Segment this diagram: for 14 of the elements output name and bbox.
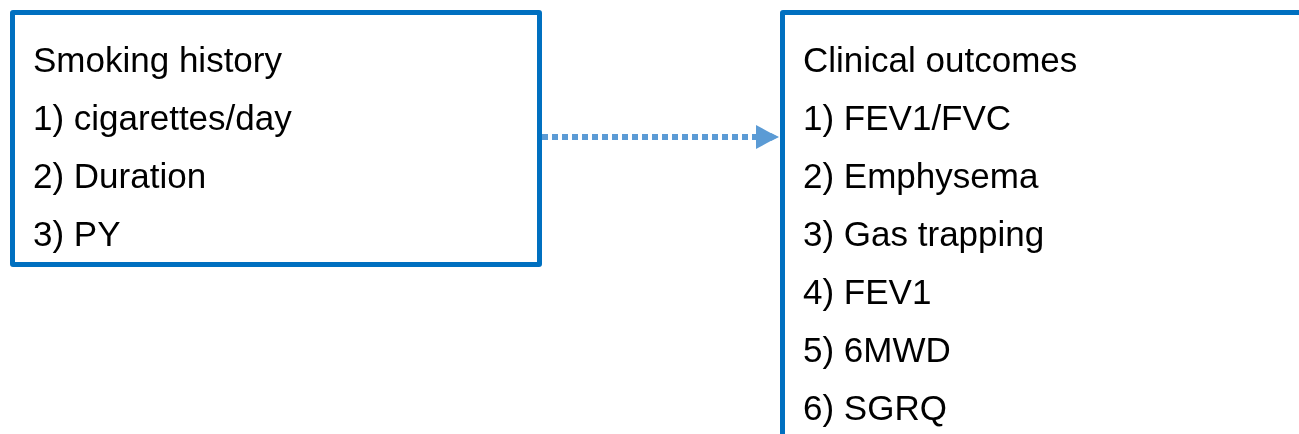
list-item: 3) Gas trapping <box>803 213 1045 255</box>
list-item: 2) Duration <box>33 155 207 197</box>
list-box <box>10 10 542 267</box>
list-item: 3) PY <box>33 213 121 255</box>
list-box <box>780 10 1299 434</box>
list-item: 4) FEV1 <box>803 271 932 313</box>
list-item: 2) Emphysema <box>803 155 1039 197</box>
box-heading: Clinical outcomes <box>803 39 1078 81</box>
list-item: 5) 6MWD <box>803 329 951 371</box>
list-item: 1) cigarettes/day <box>33 97 292 139</box>
list-item: 6) SGRQ <box>803 387 947 429</box>
list-item: 1) FEV1/FVC <box>803 97 1012 139</box>
box-heading: Smoking history <box>33 39 282 81</box>
dotted-arrow <box>542 125 779 149</box>
